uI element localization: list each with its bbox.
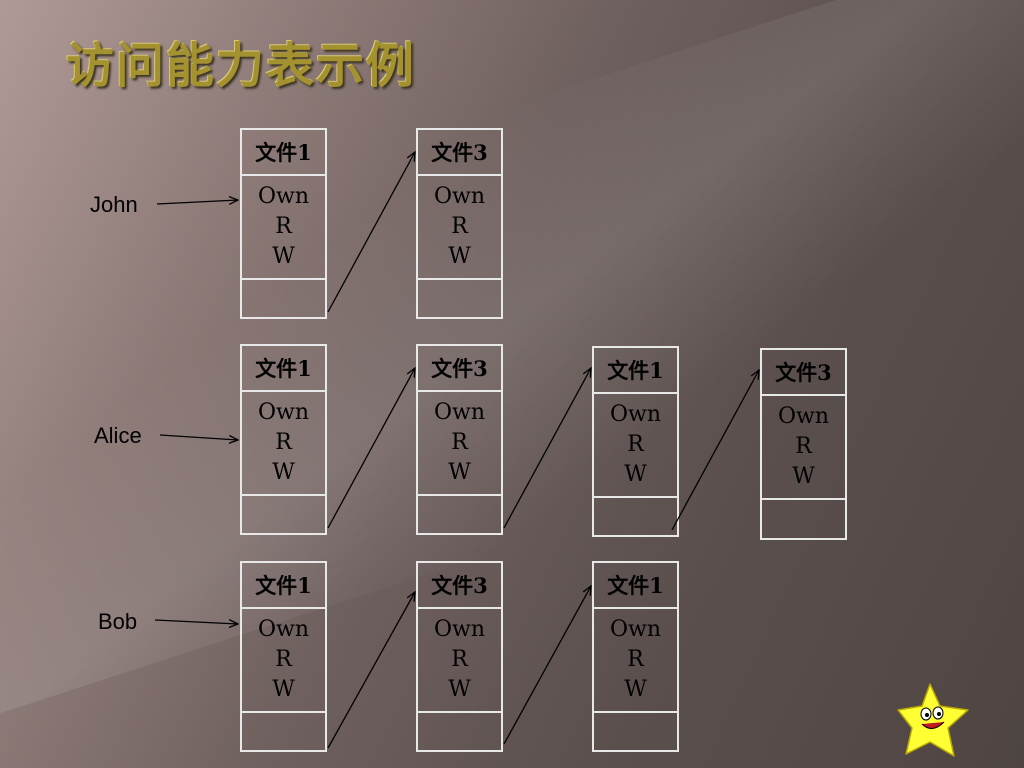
capability-file: 文件1: [594, 563, 677, 609]
right-own: Own: [433, 617, 486, 642]
right-write: W: [272, 244, 295, 269]
capability-pointer-cell: [418, 280, 501, 317]
capability-rights: Own R W: [242, 392, 325, 496]
right-write: W: [272, 677, 295, 702]
right-read: R: [275, 214, 292, 239]
capability-rights: Own R W: [762, 396, 845, 500]
capability-node: 文件3 Own R W: [416, 128, 503, 319]
capability-rights: Own R W: [418, 392, 501, 496]
right-read: R: [627, 432, 644, 457]
arrow-next-pointer: [671, 370, 759, 531]
right-write: W: [624, 462, 647, 487]
right-read: R: [795, 434, 812, 459]
capability-node: 文件3 Own R W: [760, 348, 847, 540]
capability-node: 文件1 Own R W: [592, 561, 679, 752]
right-own: Own: [433, 184, 486, 209]
slide-title: 访问能力表示例: [66, 38, 417, 94]
capability-file: 文件3: [418, 130, 501, 176]
capability-node: 文件1 Own R W: [240, 344, 327, 535]
capability-file: 文件1: [242, 130, 325, 176]
right-read: R: [275, 430, 292, 455]
arrow-next-pointer: [503, 586, 591, 745]
arrow-next-pointer: [503, 368, 591, 529]
capability-file: 文件3: [418, 563, 501, 609]
user-label-alice: Alice: [94, 423, 142, 448]
capability-pointer-cell: [242, 713, 325, 750]
right-own: Own: [609, 402, 662, 427]
right-own: Own: [609, 617, 662, 642]
capability-pointer-cell: [594, 713, 677, 750]
capability-rights: Own R W: [594, 609, 677, 713]
capability-node: 文件3 Own R W: [416, 344, 503, 535]
right-write: W: [624, 677, 647, 702]
right-own: Own: [433, 400, 486, 425]
right-read: R: [451, 647, 468, 672]
capability-pointer-cell: [418, 713, 501, 750]
capability-rights: Own R W: [418, 176, 501, 280]
right-own: Own: [257, 184, 310, 209]
arrow-next-pointer: [327, 152, 415, 313]
capability-node: 文件3 Own R W: [416, 561, 503, 752]
right-read: R: [627, 647, 644, 672]
right-write: W: [272, 460, 295, 485]
user-label-bob: Bob: [98, 609, 138, 634]
capability-pointer-cell: [418, 496, 501, 533]
capability-rights: Own R W: [242, 609, 325, 713]
capability-pointer-cell: [762, 500, 845, 537]
right-write: W: [792, 464, 815, 489]
capability-node: 文件1 Own R W: [240, 128, 327, 319]
right-write: W: [448, 460, 471, 485]
right-read: R: [451, 214, 468, 239]
capability-file: 文件3: [762, 350, 845, 396]
capability-rights: Own R W: [594, 394, 677, 498]
capability-node: 文件1 Own R W: [240, 561, 327, 752]
arrow-alice-to-list: [159, 434, 238, 440]
arrow-bob-to-list: [154, 620, 238, 624]
capability-file: 文件3: [418, 346, 501, 392]
capability-pointer-cell: [242, 496, 325, 533]
capability-rights: Own R W: [242, 176, 325, 280]
user-label-john: John: [90, 192, 138, 217]
arrow-next-pointer: [327, 592, 415, 749]
arrow-next-pointer: [327, 368, 415, 529]
right-write: W: [448, 677, 471, 702]
cartoon-star-icon: [897, 683, 969, 757]
background-streak: [0, 0, 1024, 747]
right-own: Own: [257, 617, 310, 642]
capability-pointer-cell: [594, 498, 677, 535]
capability-rights: Own R W: [418, 609, 501, 713]
right-own: Own: [777, 404, 830, 429]
capability-node: 文件1 Own R W: [592, 346, 679, 537]
capability-pointer-cell: [242, 280, 325, 317]
arrow-john-to-list: [156, 200, 238, 204]
capability-file: 文件1: [594, 348, 677, 394]
right-read: R: [275, 647, 292, 672]
capability-file: 文件1: [242, 563, 325, 609]
right-own: Own: [257, 400, 310, 425]
capability-file: 文件1: [242, 346, 325, 392]
right-read: R: [451, 430, 468, 455]
right-write: W: [448, 244, 471, 269]
